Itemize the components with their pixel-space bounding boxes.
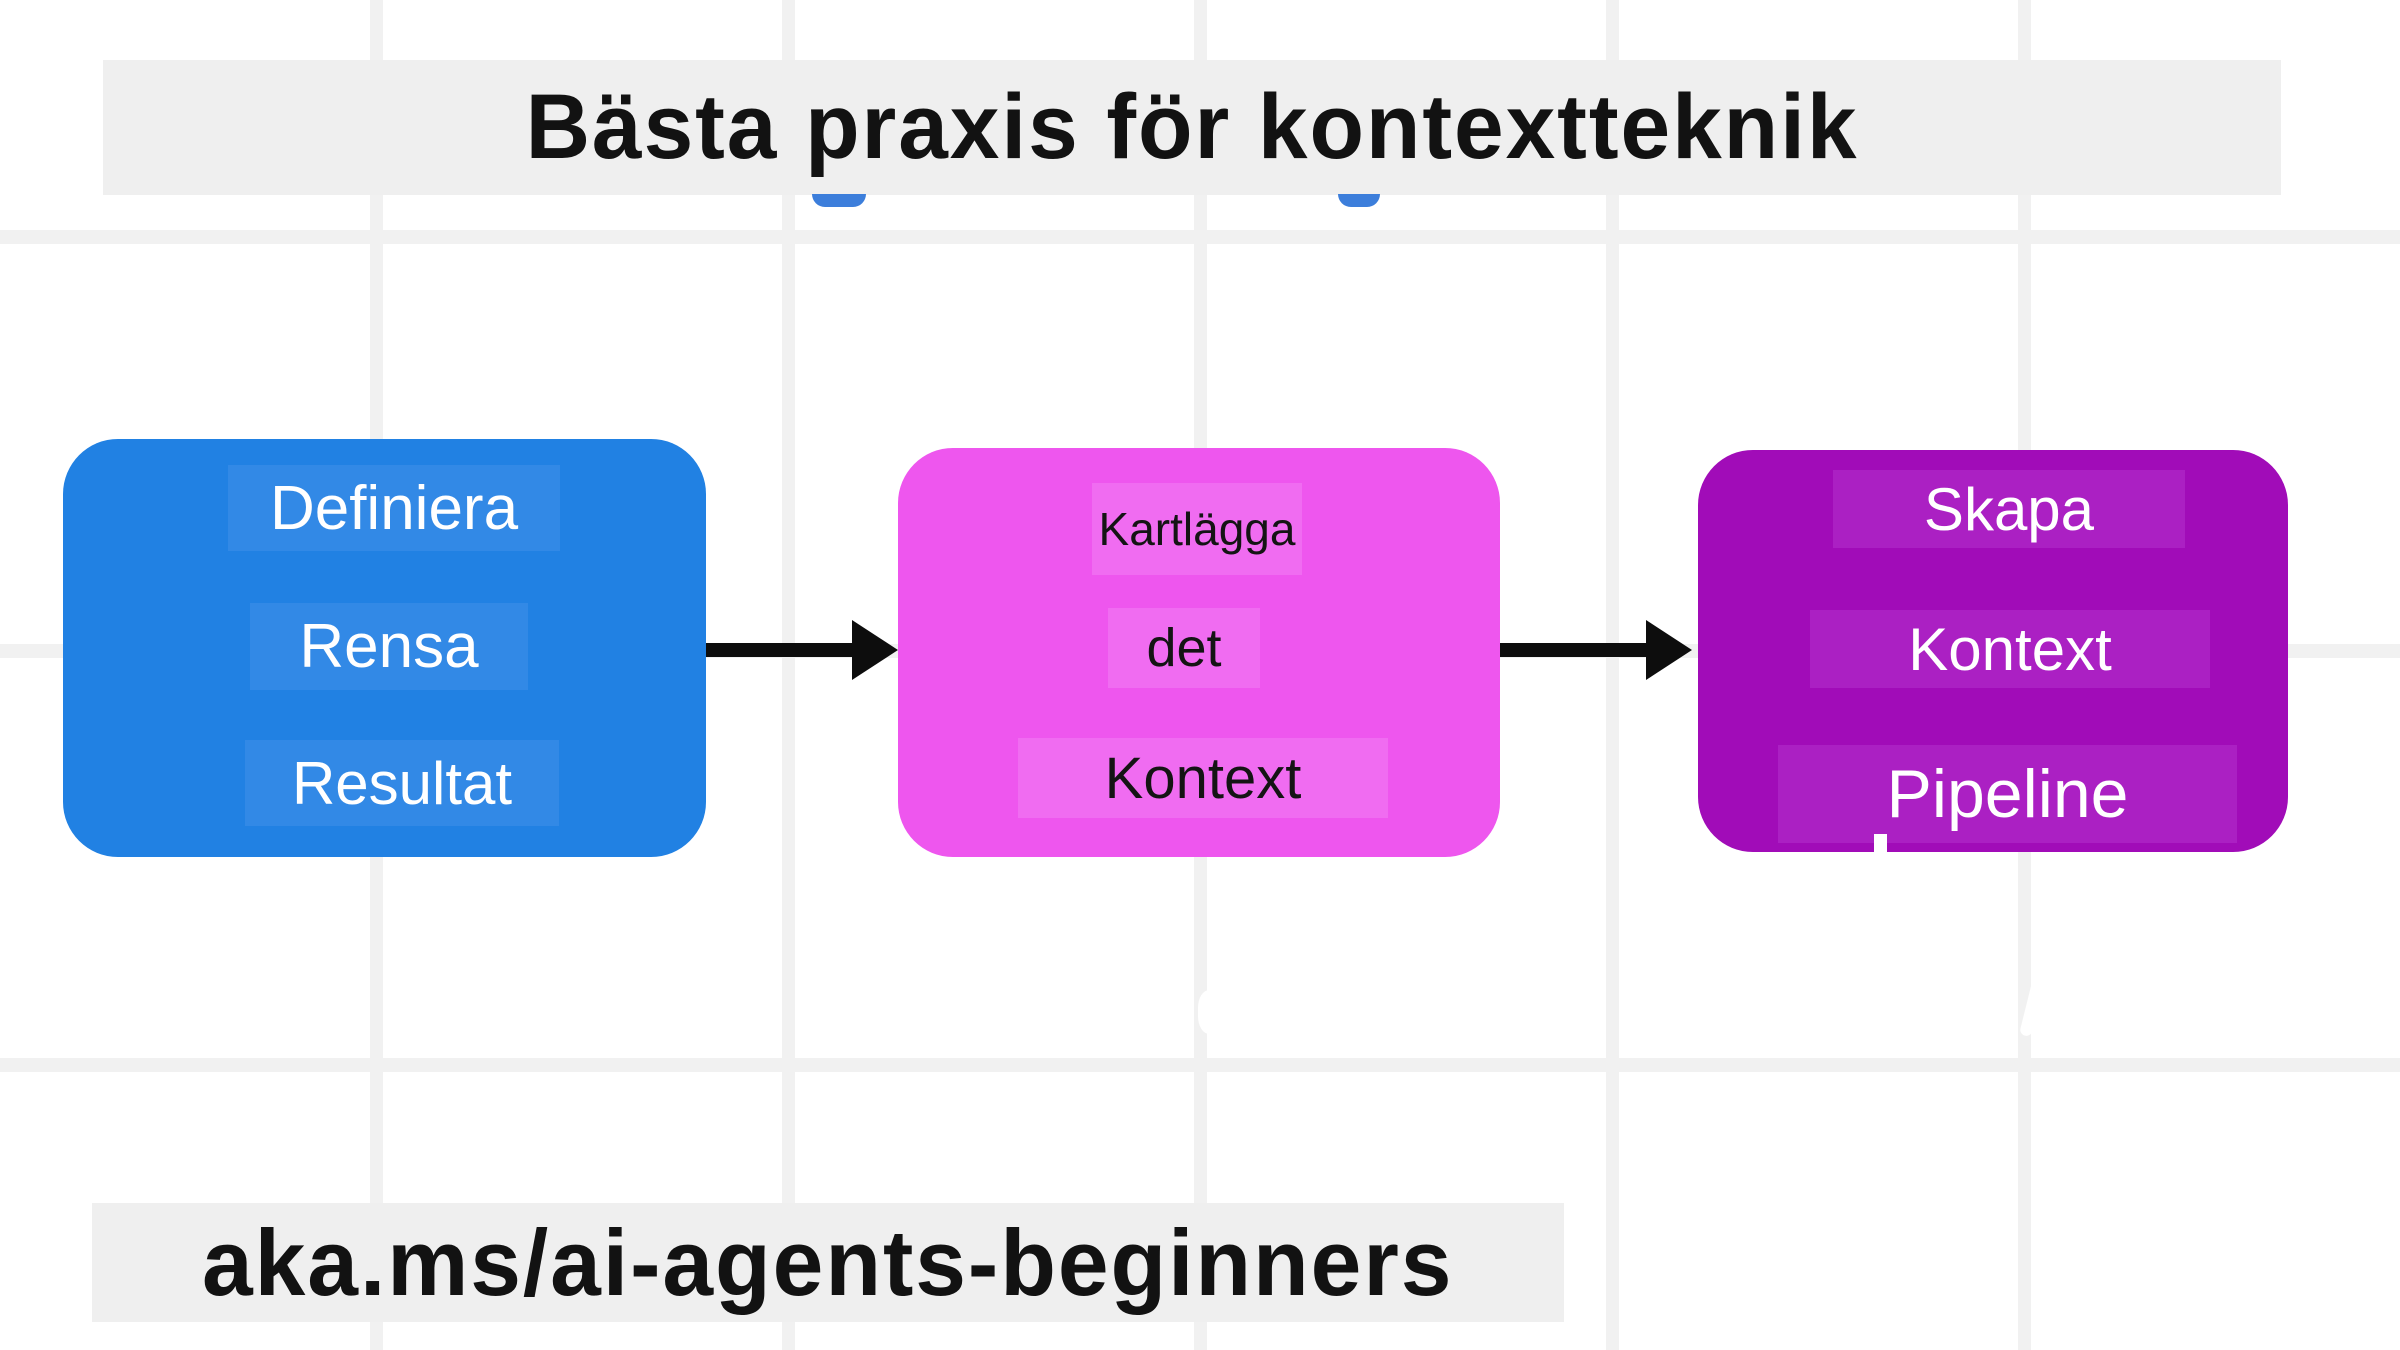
flow-box-skapa: Skapa Kontext Pipeline [1698,450,2288,852]
flow-box-definiera: Definiera Rensa Resultat [63,439,706,857]
arrow-shaft [1500,643,1650,657]
flow-box-line: Rensa [250,603,528,690]
flow-box-line: Pipeline [1778,745,2237,843]
flow-box-line: Resultat [245,740,559,826]
hidden-circle-marker-icon [812,194,866,207]
flow-box-line: Kontext [1810,610,2210,688]
flow-box-line: Skapa [1833,470,2185,548]
title-band: Bästa praxis för kontextteknik [103,60,2281,195]
hidden-circle-marker-icon [1338,194,1380,207]
arrow-right-icon [852,620,898,680]
stray-glyph-artifact [1874,834,1887,862]
flow-box-line: Kartlägga [1092,483,1302,575]
flow-box-kartlagga: Kartlägga det Kontext [898,448,1500,857]
arrow-shaft [706,643,856,657]
footer-link: aka.ms/ai-agents-beginners [202,1209,1454,1315]
page-title: Bästa praxis för kontextteknik [525,76,1859,178]
flow-box-line: Definiera [228,465,560,551]
stray-glyph-artifact [1198,990,1226,1034]
arrow-right-icon [1646,620,1692,680]
stray-glyph-artifact [2019,944,2053,1038]
footer-band: aka.ms/ai-agents-beginners [92,1203,1564,1322]
flow-box-line: det [1108,608,1260,688]
flow-box-line: Kontext [1018,738,1388,818]
